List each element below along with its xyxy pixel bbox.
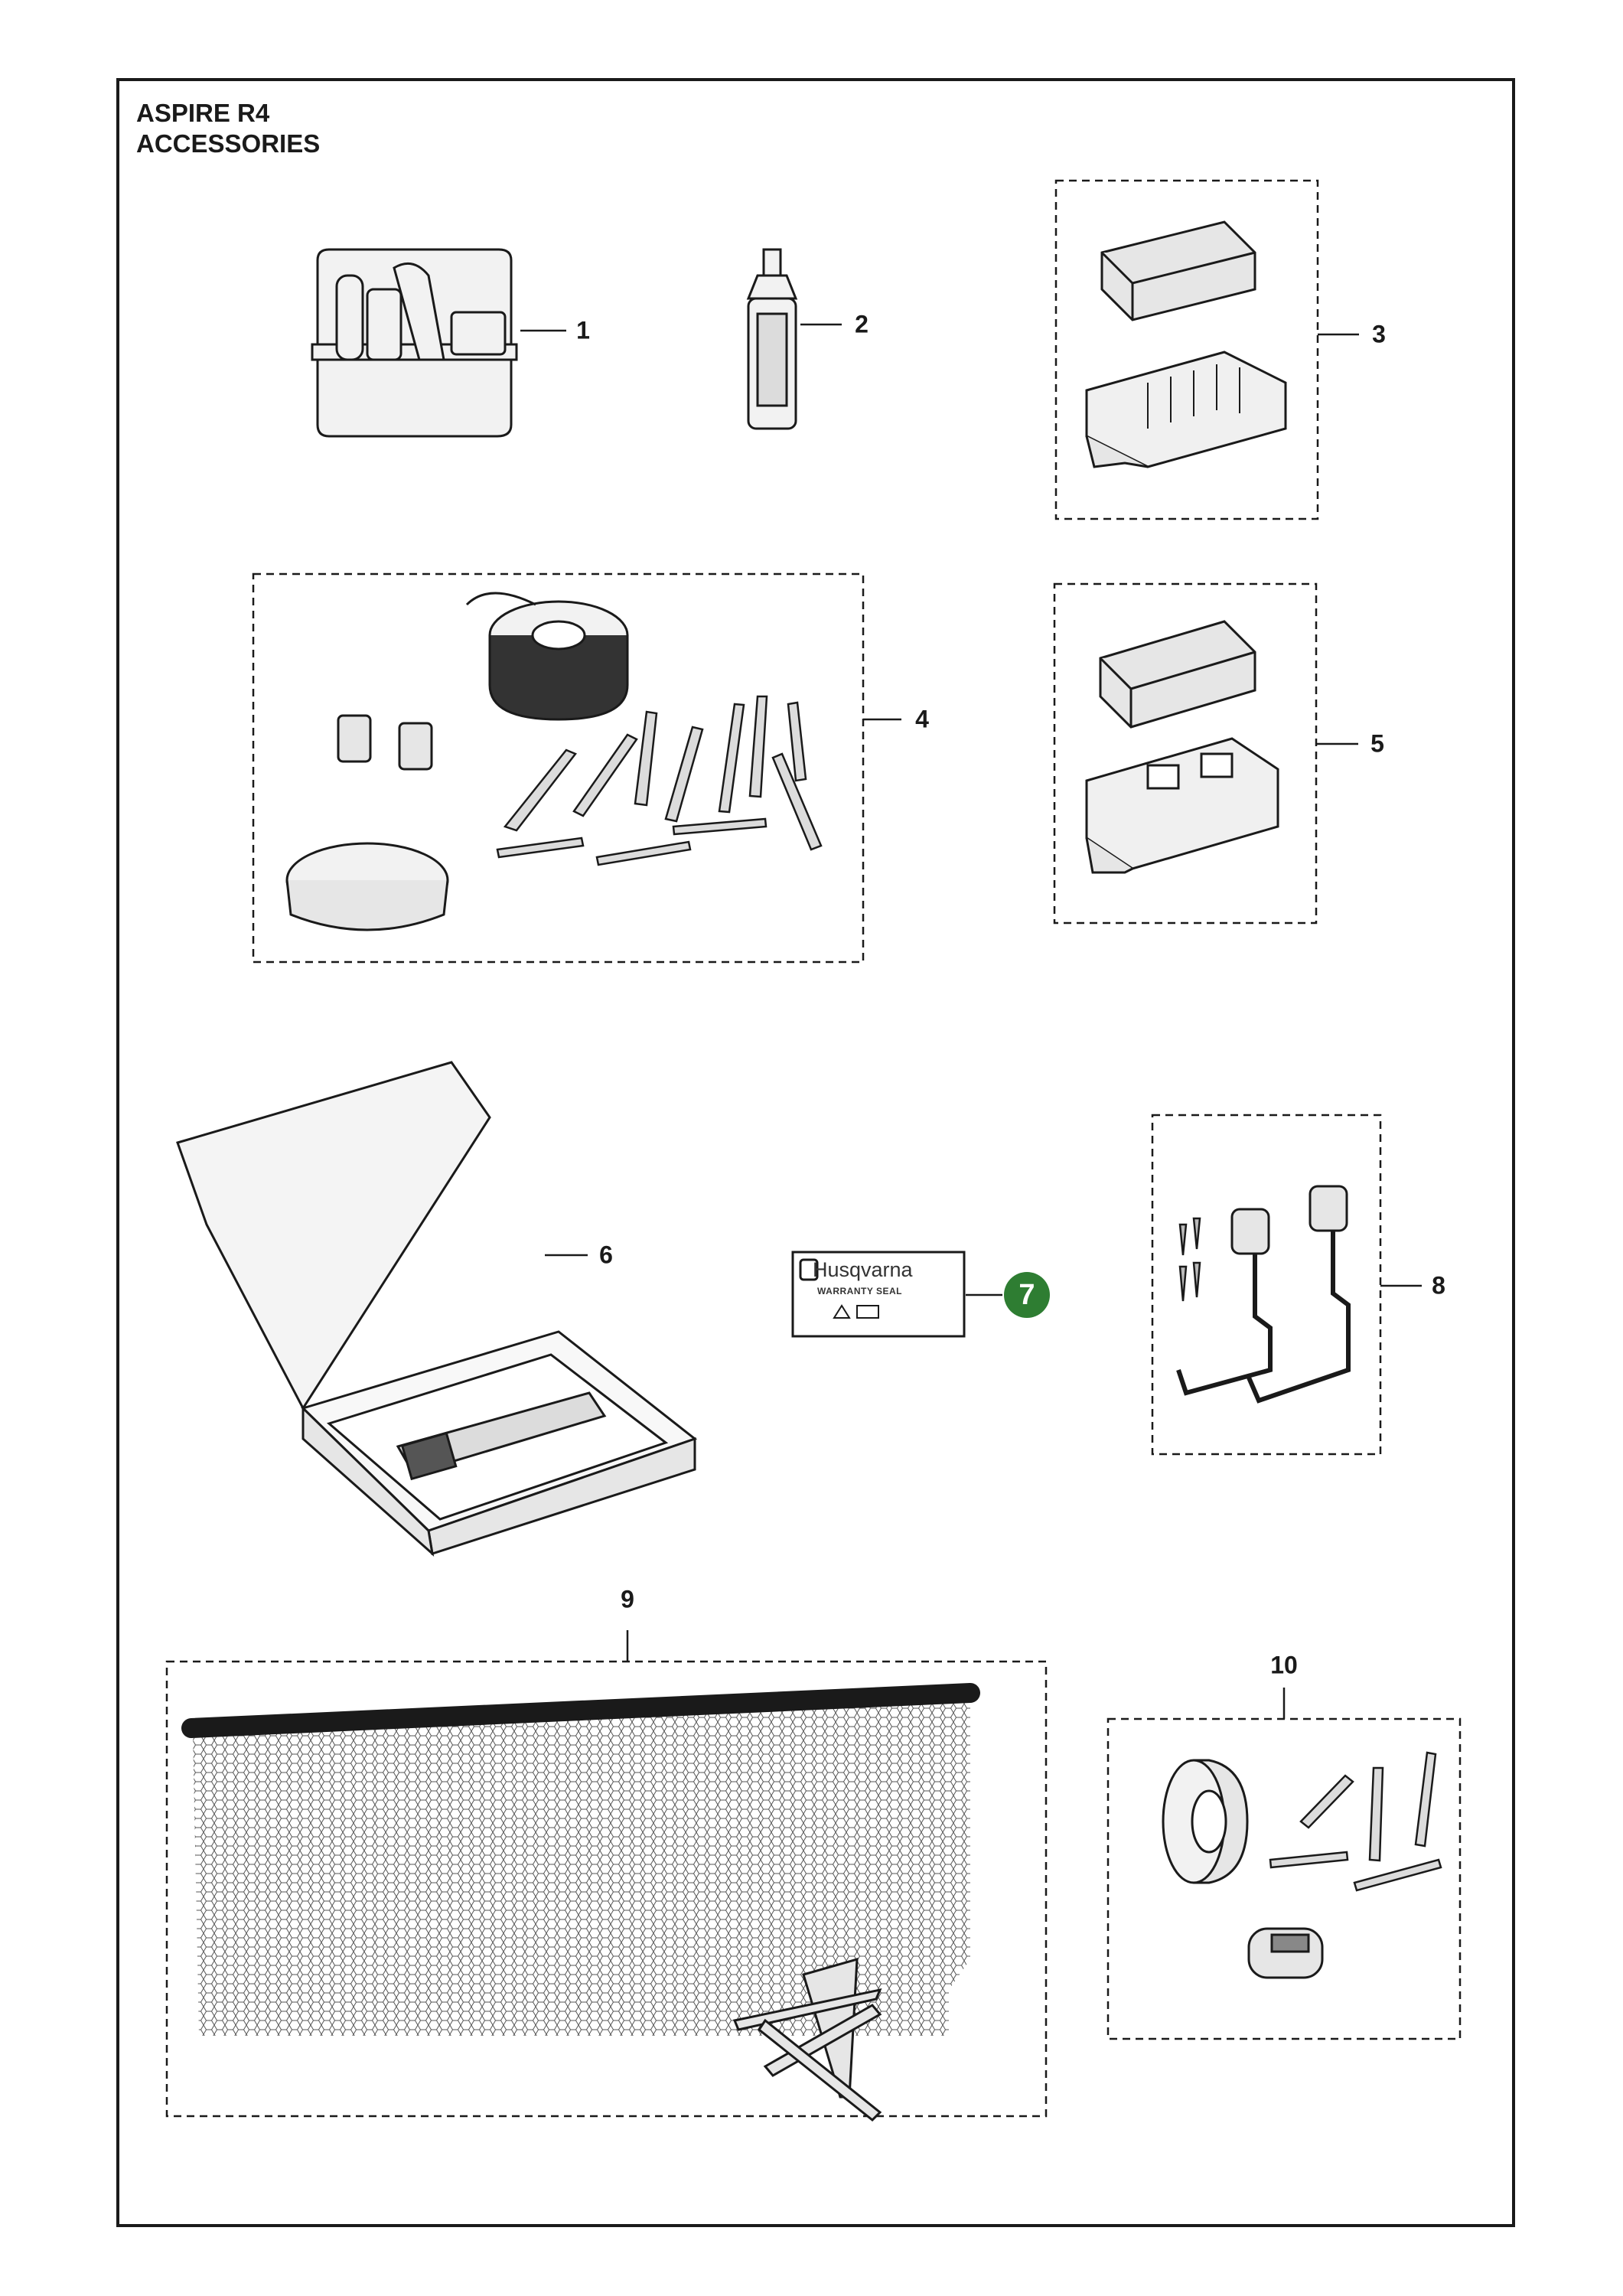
drawing-frame — [116, 78, 1515, 2227]
title-model: ASPIRE R4 — [136, 99, 270, 127]
title-subtitle: ACCESSORIES — [136, 129, 321, 158]
callout-number-2: 2 — [855, 310, 869, 338]
group-box-10 — [1106, 1717, 1462, 2040]
group-box-4 — [252, 572, 865, 964]
callout-number-9: 9 — [621, 1585, 634, 1613]
husqvarna-logo-icon — [799, 1258, 819, 1281]
wall-hanger-icon — [1176, 1185, 1351, 1404]
connection-box-icon — [1085, 620, 1279, 874]
callout-number-10: 10 — [1270, 1651, 1298, 1679]
repair-kit-icon — [1162, 1751, 1442, 1979]
group-box-3 — [1054, 179, 1319, 520]
callout-badge-7: 7 — [1004, 1272, 1050, 1318]
warranty-seal-brand: Husqvarna — [813, 1258, 913, 1281]
page-title: ASPIRE R4 ACCESSORIES — [136, 98, 320, 159]
warning-icon — [833, 1304, 851, 1319]
warranty-seal-frame — [791, 1251, 966, 1338]
manual-book-icon — [856, 1305, 879, 1319]
callout-number-4: 4 — [915, 705, 929, 733]
callout-number-8: 8 — [1432, 1271, 1445, 1300]
installation-kit-icon — [285, 592, 823, 931]
callout-number-3: 3 — [1372, 320, 1386, 348]
tool-box-icon — [311, 248, 518, 438]
connection-box-top-icon — [1085, 220, 1287, 468]
callout-number-5: 5 — [1370, 729, 1384, 758]
group-box-9 — [165, 1660, 1048, 2118]
spray-bottle-icon — [746, 248, 798, 430]
group-box-5 — [1053, 582, 1318, 925]
battery-kit-box-icon — [176, 1061, 698, 1557]
group-box-8 — [1151, 1114, 1382, 1456]
callout-number-1: 1 — [576, 316, 590, 344]
callout-number-6: 6 — [599, 1241, 613, 1269]
protective-net-icon — [181, 1683, 980, 2122]
warranty-seal-label: WARRANTY SEAL — [817, 1286, 902, 1296]
